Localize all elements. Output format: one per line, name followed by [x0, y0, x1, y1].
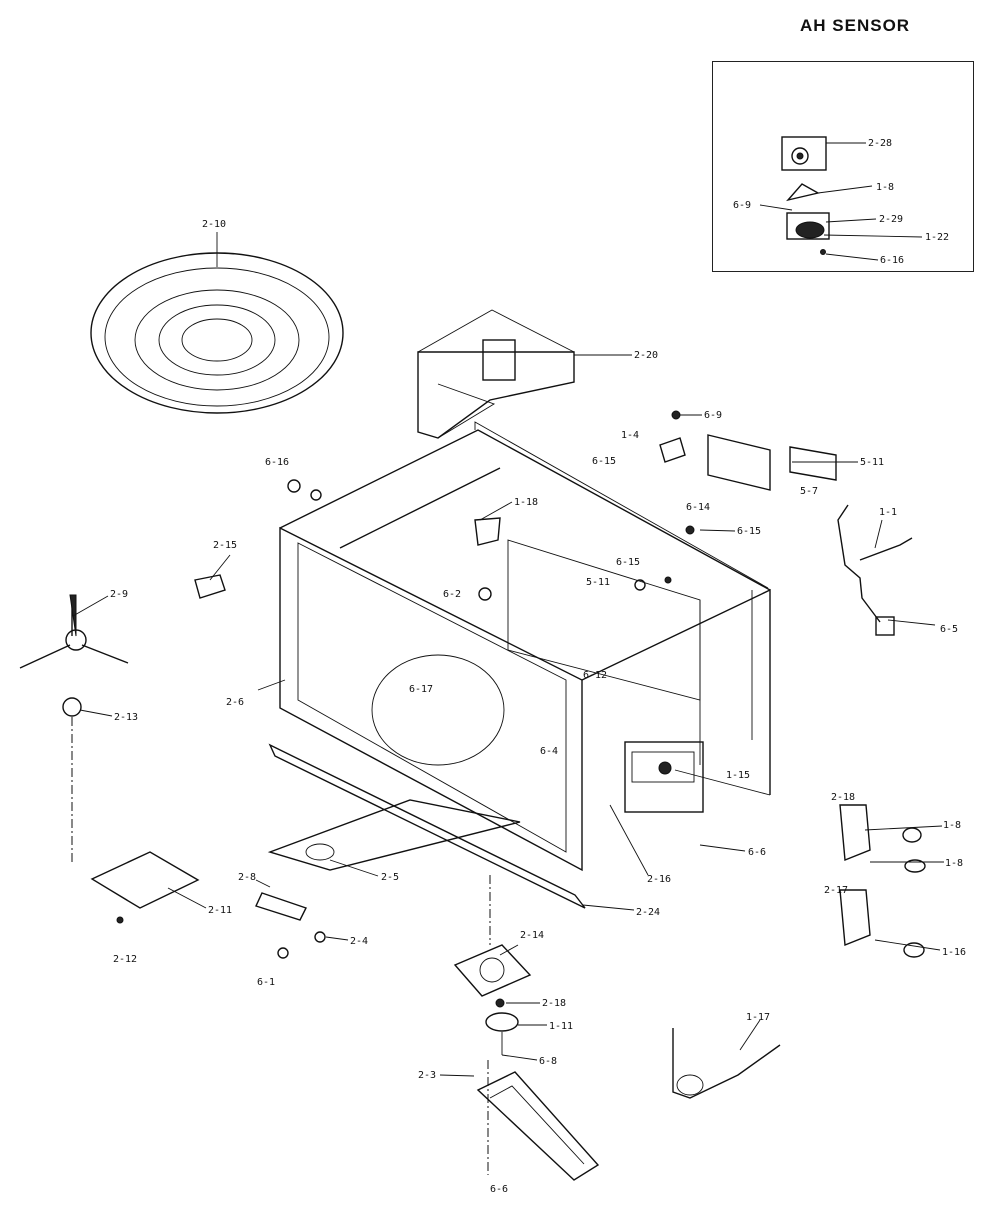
turntable-tray: [90, 232, 344, 414]
lever-parts: [116, 574, 326, 959]
motor-bracket: [476, 1060, 600, 1181]
label-6-16-inset: 6-16: [880, 255, 904, 266]
label-2-8: 2-8: [238, 872, 256, 883]
label-2-24: 2-24: [636, 907, 660, 918]
label-6-4: 6-4: [540, 746, 558, 757]
label-5-11-b: 5-11: [586, 577, 610, 588]
label-2-6: 2-6: [226, 697, 244, 708]
label-5-7: 5-7: [800, 486, 818, 497]
label-6-1: 6-1: [257, 977, 275, 988]
label-6-2: 6-2: [443, 589, 461, 600]
label-1-15: 1-15: [726, 770, 750, 781]
label-2-12: 2-12: [113, 954, 137, 965]
label-6-15-b: 6-15: [737, 526, 761, 537]
label-1-22: 1-22: [925, 232, 949, 243]
label-6-5: 6-5: [940, 624, 958, 635]
roller-shaft: [62, 697, 82, 865]
label-2-11: 2-11: [208, 905, 232, 916]
label-6-12: 6-12: [583, 670, 607, 681]
label-2-13: 2-13: [114, 712, 138, 723]
label-5-11: 5-11: [860, 457, 884, 468]
power-cord: [837, 504, 913, 636]
label-1-16: 1-16: [942, 947, 966, 958]
label-1-8-a: 1-8: [943, 820, 961, 831]
label-1-11: 1-11: [549, 1021, 573, 1032]
label-6-9: 6-9: [704, 410, 722, 421]
label-2-4: 2-4: [350, 936, 368, 947]
top-plates: [287, 410, 837, 601]
label-1-4: 1-4: [621, 430, 639, 441]
label-6-17: 6-17: [409, 684, 433, 695]
label-1-1: 1-1: [879, 507, 897, 518]
ah-sensor-parts: [759, 136, 923, 261]
label-2-14: 2-14: [520, 930, 544, 941]
label-6-15-a: 6-15: [592, 456, 616, 467]
label-6-16: 6-16: [265, 457, 289, 468]
label-6-14: 6-14: [686, 502, 710, 513]
label-2-28: 2-28: [868, 138, 892, 149]
label-6-6-b: 6-6: [490, 1184, 508, 1195]
label-2-16: 2-16: [647, 874, 671, 885]
label-6-15-c: 6-15: [616, 557, 640, 568]
label-6-8: 6-8: [539, 1056, 557, 1067]
label-2-5: 2-5: [381, 872, 399, 883]
part-labels: 2-10 2-20 2-28 1-8 6-9 2-29 1-22 6-16 6-…: [110, 138, 966, 1195]
label-1-8-b: 1-8: [945, 858, 963, 869]
label-2-18: 2-18: [831, 792, 855, 803]
label-2-29: 2-29: [879, 214, 903, 225]
label-6-6: 6-6: [748, 847, 766, 858]
label-2-17: 2-17: [824, 885, 848, 896]
label-2-9: 2-9: [110, 589, 128, 600]
label-1-17: 1-17: [746, 1012, 770, 1023]
oven-cavity-frame: [267, 421, 771, 909]
label-2-20: 2-20: [634, 350, 658, 361]
motor-assembly: [453, 875, 532, 1055]
leader-lines: [72, 414, 944, 1077]
label-2-18-b: 2-18: [542, 998, 566, 1009]
fan-duct: [417, 309, 632, 439]
thermal-fuse: [672, 1028, 781, 1099]
label-1-18: 1-18: [514, 497, 538, 508]
label-2-3: 2-3: [418, 1070, 436, 1081]
roller-stay: [19, 594, 129, 669]
label-2-10: 2-10: [202, 219, 226, 230]
label-1-8-inset: 1-8: [876, 182, 894, 193]
ah-sensor-inset-box: [712, 61, 974, 272]
cover-plate: [90, 851, 200, 909]
ah-sensor-title: AH SENSOR: [800, 16, 911, 35]
label-2-15: 2-15: [213, 540, 237, 551]
label-6-9-inset: 6-9: [733, 200, 751, 211]
